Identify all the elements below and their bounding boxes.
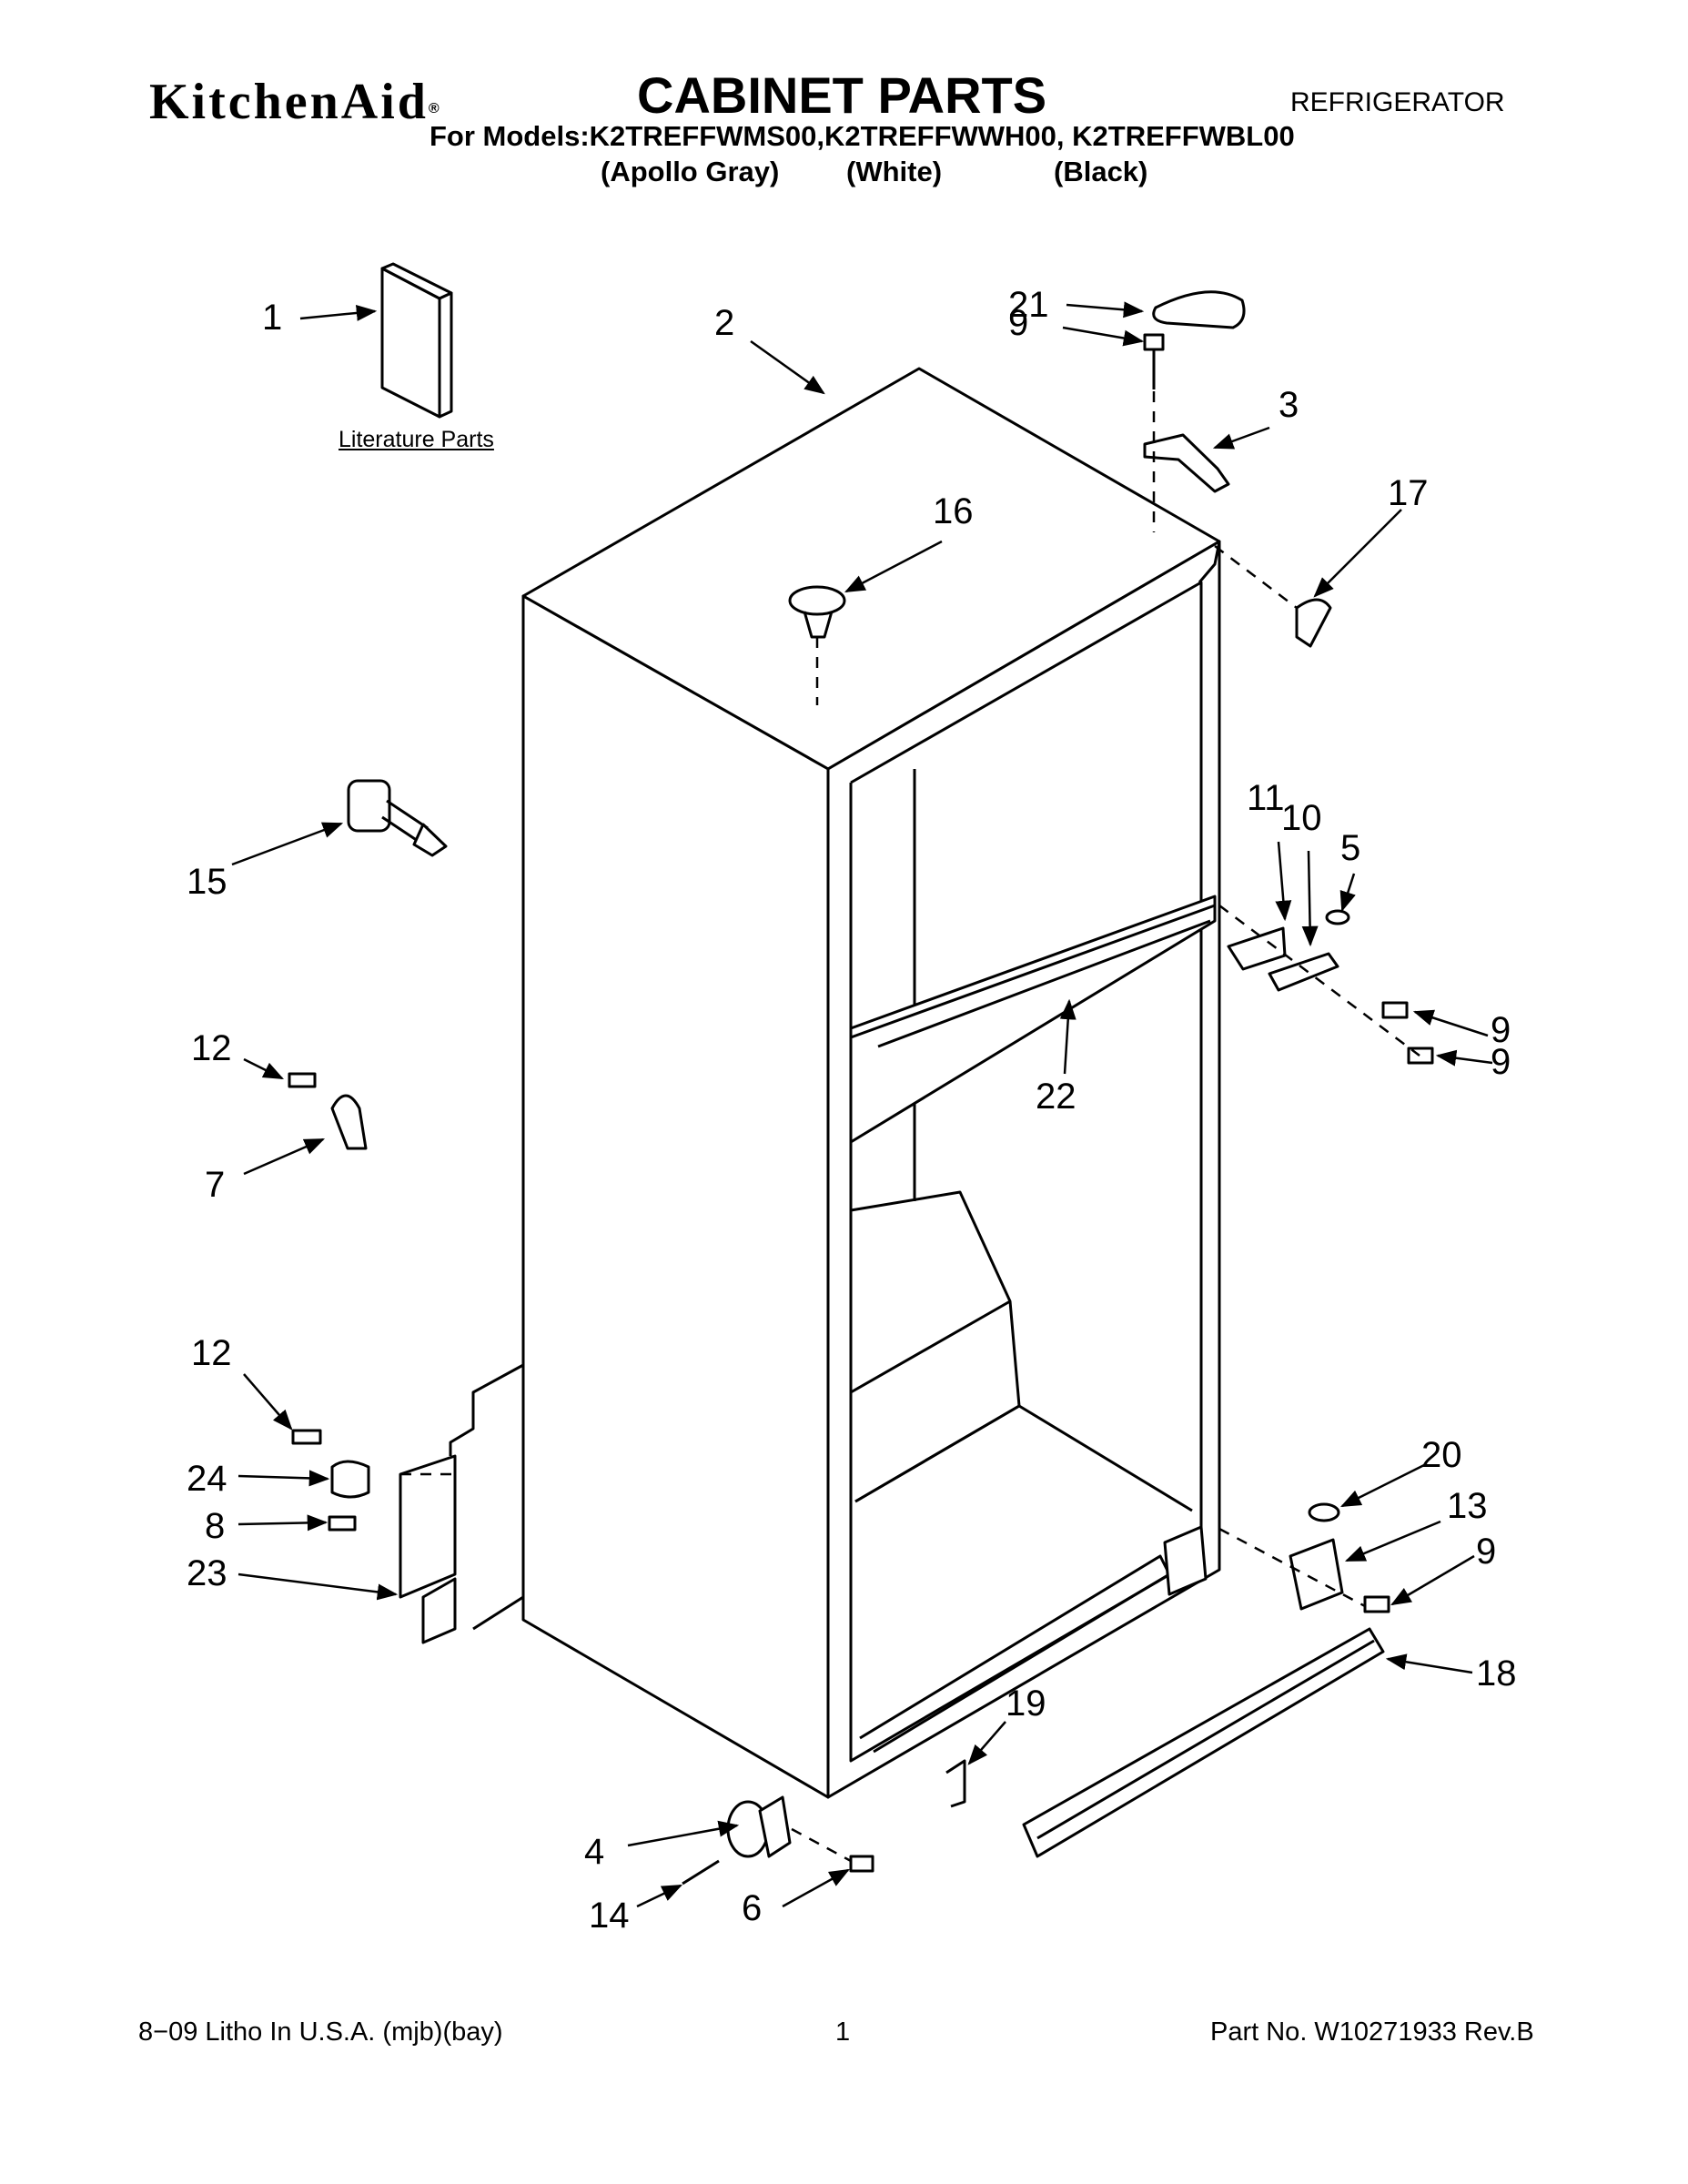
brand-logo: KitchenAid® [149,74,442,130]
top-hinge-screw [1143,333,1165,389]
callout-2: 2 [714,303,734,343]
toe-grille [1022,1627,1385,1858]
callout-20: 20 [1421,1435,1462,1475]
callout-9-low: 9 [1476,1532,1496,1572]
callout-8: 8 [205,1506,225,1546]
top-hinge-cover [1152,290,1246,329]
footer-litho: 8−09 Litho In U.S.A. (mjb)(bay) [138,2017,503,2047]
callout-16: 16 [933,491,974,531]
callout-12-upper: 12 [191,1028,232,1068]
divider-rail [849,895,1217,1144]
callout-13: 13 [1447,1486,1488,1526]
callout-24: 24 [187,1459,227,1499]
callout-21: 21 [1008,285,1049,325]
callout-1: 1 [262,298,282,338]
lower-right-hinge [1163,1502,1390,1613]
finish-white: (White) [846,156,943,187]
finish-apollo-gray: (Apollo Gray) [601,156,780,187]
callout-3: 3 [1279,385,1299,425]
roller-bracket [288,1072,368,1150]
grille-clip [945,1759,966,1808]
page-title: CABINET PARTS [637,66,1047,124]
callout-23: 23 [187,1553,227,1593]
literature-parts-label: Literature Parts [339,427,494,452]
callout-15: 15 [187,862,227,902]
callout-14: 14 [589,1896,630,1936]
cabinet [449,367,1221,1799]
callout-12-lower: 12 [191,1333,232,1373]
footer-part-number: Part No. W10271933 Rev.B [1210,2017,1534,2047]
callout-10: 10 [1281,798,1322,838]
top-hinge [1143,433,1230,493]
hinge-trim-cap [1295,598,1332,648]
callout-17: 17 [1388,473,1429,513]
callout-7: 7 [205,1165,225,1205]
rear-roller-assembly [682,1795,874,1886]
callout-9-mid: 9 [1491,1010,1511,1050]
product-type: REFRIGERATOR [1290,87,1505,117]
callout-18: 18 [1476,1653,1517,1694]
lower-hinge-bracket [291,1429,457,1644]
callout-19: 19 [1006,1684,1046,1724]
callout-11: 11 [1247,778,1285,818]
callout-labels: 1 2 21 9 3 17 16 15 11 10 5 9 12 22 7 9 … [187,285,1517,1936]
callout-9-top: 9 [1008,303,1028,343]
callout-22: 22 [1036,1077,1076,1117]
leveling-leg [347,779,448,857]
literature-booklet [380,262,453,419]
model-numbers: For Models:K2TREFFWMS00,K2TREFFWWH00, K2… [430,120,1295,152]
callout-6: 6 [742,1888,762,1928]
callout-5: 5 [1340,828,1360,868]
finish-black: (Black) [1054,156,1148,187]
footer-page-number: 1 [835,2017,851,2047]
callout-9-mid2: 9 [1491,1042,1511,1082]
center-hinge-assembly [1227,909,1350,992]
callout-4: 4 [584,1832,604,1872]
